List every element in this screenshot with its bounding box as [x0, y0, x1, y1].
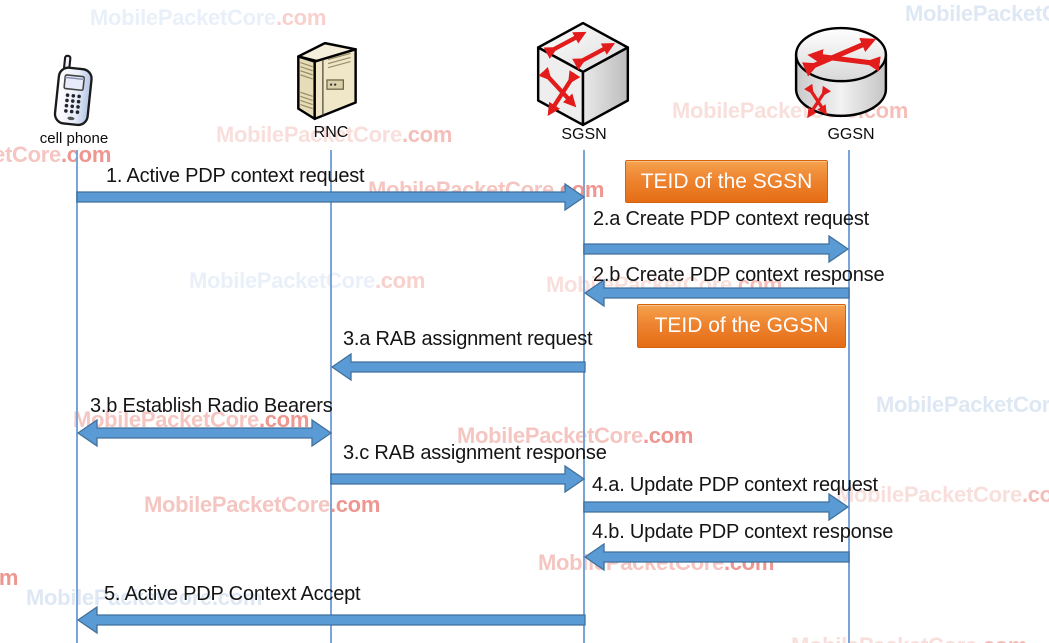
- entity-label-sgsn: SGSN: [561, 126, 607, 143]
- message-arrow-2a: [583, 234, 850, 264]
- server-tower-icon: [297, 41, 357, 121]
- lifeline-ggsn: [848, 150, 850, 643]
- message-arrow-3c: [330, 464, 586, 494]
- message-arrow-5: [76, 605, 586, 635]
- watermark: MobilePacketCore.com: [0, 565, 19, 590]
- lifeline-cell-phone: [76, 150, 78, 643]
- watermark: MobilePacketCore.com: [144, 492, 381, 517]
- note-teid-sgsn: TEID of the SGSN: [625, 160, 828, 203]
- watermark: MobilePacketCore.com: [216, 122, 453, 147]
- watermark: MobilePacketCore.com: [905, 1, 1049, 26]
- lifeline-rnc: [330, 150, 332, 643]
- message-arrow-1: [76, 182, 586, 212]
- watermark: MobilePacketCore.com: [791, 633, 1027, 643]
- watermark: MobilePacketCore.com: [836, 482, 1049, 507]
- message-label-4a: 4.a. Update PDP context request: [592, 474, 878, 496]
- lifeline-sgsn: [583, 150, 585, 643]
- entity-label-cell-phone: cell phone: [39, 130, 109, 147]
- note-teid-ggsn: TEID of the GGSN: [637, 304, 846, 348]
- cell-phone-icon: [53, 54, 93, 127]
- watermark: MobilePacketCore.com: [90, 5, 327, 30]
- message-label-2a: 2.a Create PDP context request: [593, 208, 870, 230]
- message-label-5: 5. Active PDP Context Accept: [104, 583, 361, 605]
- message-arrow-2b: [583, 278, 850, 308]
- watermark: MobilePacketCore.com: [189, 268, 426, 293]
- message-label-1: 1. Active PDP context request: [106, 165, 365, 187]
- watermark: MobilePacketCore.com: [26, 585, 263, 610]
- watermark: MobilePacketCore.com: [0, 142, 112, 167]
- router-icon: [794, 26, 888, 119]
- switch-icon: [536, 21, 630, 127]
- message-arrow-4b: [583, 542, 850, 572]
- message-label-4b: 4.b. Update PDP context response: [592, 521, 894, 543]
- message-label-3a: 3.a RAB assignment request: [343, 328, 593, 350]
- entity-label-rnc: RNC: [313, 124, 349, 141]
- message-label-2b: 2.b Create PDP context response: [593, 264, 885, 286]
- watermark: MobilePacketCore.com: [672, 98, 909, 123]
- watermark: MobilePacketCore.com: [457, 423, 694, 448]
- message-arrow-4a: [583, 492, 850, 522]
- message-label-3c: 3.c RAB assignment response: [343, 442, 607, 464]
- watermark: MobilePacketCore.com: [876, 392, 1049, 417]
- entity-label-ggsn: GGSN: [827, 126, 875, 143]
- message-label-3b: 3.b Establish Radio Bearers: [90, 395, 333, 417]
- message-arrow-3a: [330, 352, 586, 382]
- message-arrow-3b: [76, 418, 333, 448]
